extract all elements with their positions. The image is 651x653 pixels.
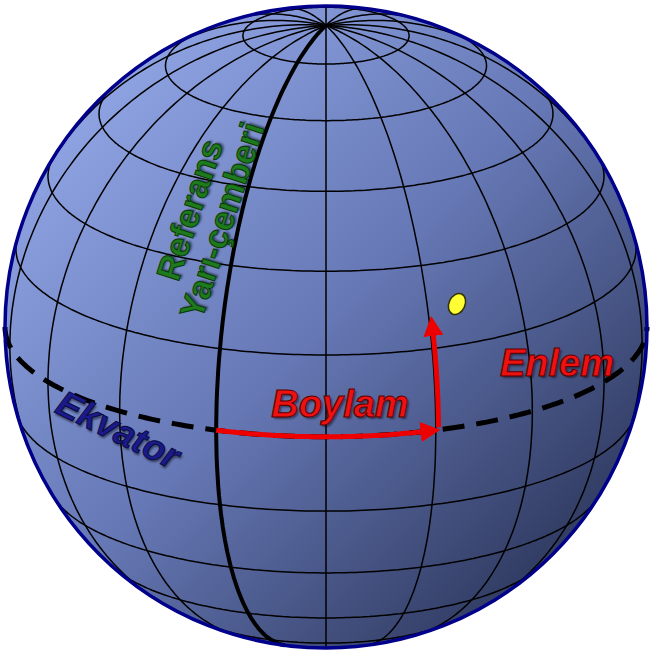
longitude-arrow (216, 430, 430, 437)
meridian-line (325, 6, 327, 25)
point-marker (445, 291, 469, 318)
latitude-arrow (432, 326, 438, 427)
meridian-line (326, 8, 365, 25)
equator-and-meridian (5, 25, 647, 645)
latitude-label: Enlem (500, 344, 614, 382)
coordinate-arrows (216, 326, 438, 437)
meridian-line (325, 25, 327, 648)
longitude-label: Boylam (271, 385, 408, 423)
meridian-line (42, 25, 326, 178)
meridian-line (326, 25, 610, 178)
meridian-line (326, 25, 436, 645)
meridian-line (326, 20, 489, 50)
meridian-line (326, 25, 532, 635)
sphere (5, 6, 647, 648)
sphere-outline (5, 6, 647, 648)
graticule (10, 6, 642, 648)
